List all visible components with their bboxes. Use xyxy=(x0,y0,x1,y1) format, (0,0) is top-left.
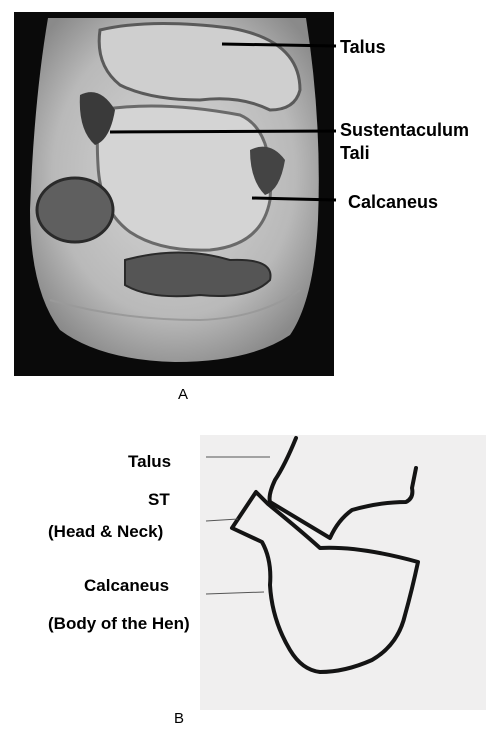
label-b-head-neck: (Head & Neck) xyxy=(48,522,163,542)
panel-letter-a: A xyxy=(178,386,188,403)
label-b-calcaneus: Calcaneus xyxy=(84,576,169,596)
label-tali: Tali xyxy=(340,143,370,164)
panel-letter-b: B xyxy=(174,710,184,727)
panel-b-drawing: Talus ST (Head & Neck) Calcaneus (Body o… xyxy=(0,410,496,735)
leader-line-calcaneus xyxy=(252,198,336,200)
label-talus: Talus xyxy=(340,37,386,58)
panel-a-mri: Talus Sustentaculum Tali Calcaneus A xyxy=(0,0,496,410)
label-b-st: ST xyxy=(148,490,170,510)
label-b-body-of-hen: (Body of the Hen) xyxy=(48,614,190,634)
leader-line-talus xyxy=(222,44,336,46)
label-sustentaculum: Sustentaculum xyxy=(340,120,469,141)
label-calcaneus: Calcaneus xyxy=(348,192,438,213)
muscle-left xyxy=(37,178,113,242)
label-b-talus: Talus xyxy=(128,452,171,472)
leader-line-sustentaculum xyxy=(110,131,336,132)
drawing-image xyxy=(0,410,496,735)
